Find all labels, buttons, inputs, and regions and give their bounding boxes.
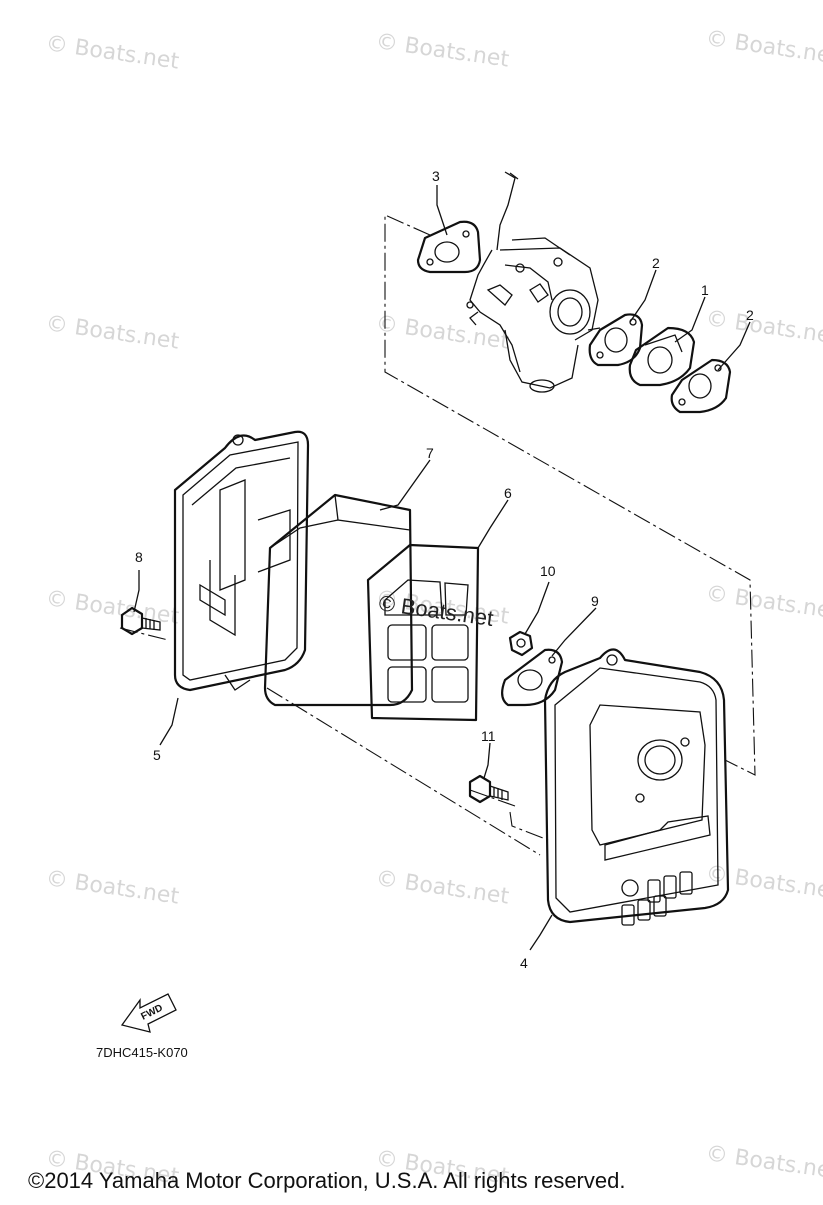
leader-lines [133, 185, 751, 951]
gasket-part-9 [501, 648, 564, 707]
callout-3: 3 [432, 168, 440, 184]
callout-2: 2 [652, 255, 660, 271]
callout-10: 10 [540, 563, 556, 579]
carburetor [466, 171, 601, 393]
gasket-part-2-right [670, 358, 732, 414]
copyright-text: ©2014 Yamaha Motor Corporation, U.S.A. A… [28, 1168, 625, 1193]
callout-11: 11 [481, 728, 496, 744]
watermark: © Boats.net [704, 306, 823, 349]
fwd-label: FWD [139, 1003, 164, 1023]
watermark: © Boats.net [704, 581, 823, 624]
air-cleaner-case-part-5 [173, 430, 310, 692]
gasket-part-3 [416, 220, 482, 274]
callout-7: 7 [426, 445, 434, 461]
watermark: © Boats.net [44, 866, 181, 909]
air-cleaner-cover-part-4 [543, 648, 730, 926]
callout-6: 6 [504, 485, 512, 501]
watermark: © Boats.net [704, 26, 823, 69]
watermark: © Boats.net [44, 311, 181, 354]
callout-9: 9 [591, 593, 599, 609]
bolt-part-11 [468, 774, 509, 804]
watermark: © Boats.net [374, 866, 511, 909]
nut-part-10 [508, 630, 534, 657]
air-filter-element-part-7 [263, 493, 414, 707]
watermark: © Boats.net [704, 1141, 823, 1184]
watermark: © Boats.net [374, 311, 511, 354]
assembly-outline [119, 214, 756, 856]
diagram-code: 7DHC415-K070 [96, 1045, 188, 1060]
watermark: © Boats.net [704, 861, 823, 904]
insulator-part-1 [628, 326, 696, 387]
callout-1: 1 [701, 282, 709, 298]
bolt-part-8 [120, 606, 161, 636]
callout-4: 4 [520, 955, 528, 971]
callout-8: 8 [135, 549, 143, 565]
watermark: © Boats.net [374, 29, 511, 72]
forward-arrow-icon: FWD [120, 993, 177, 1033]
callout-2: 2 [746, 307, 754, 323]
filter-screen-part-6 [366, 543, 480, 722]
watermark: © Boats.net [44, 31, 181, 74]
callout-5: 5 [153, 747, 161, 763]
callout-numbers: 3 2 1 2 7 6 8 10 9 5 11 4 [135, 168, 754, 971]
